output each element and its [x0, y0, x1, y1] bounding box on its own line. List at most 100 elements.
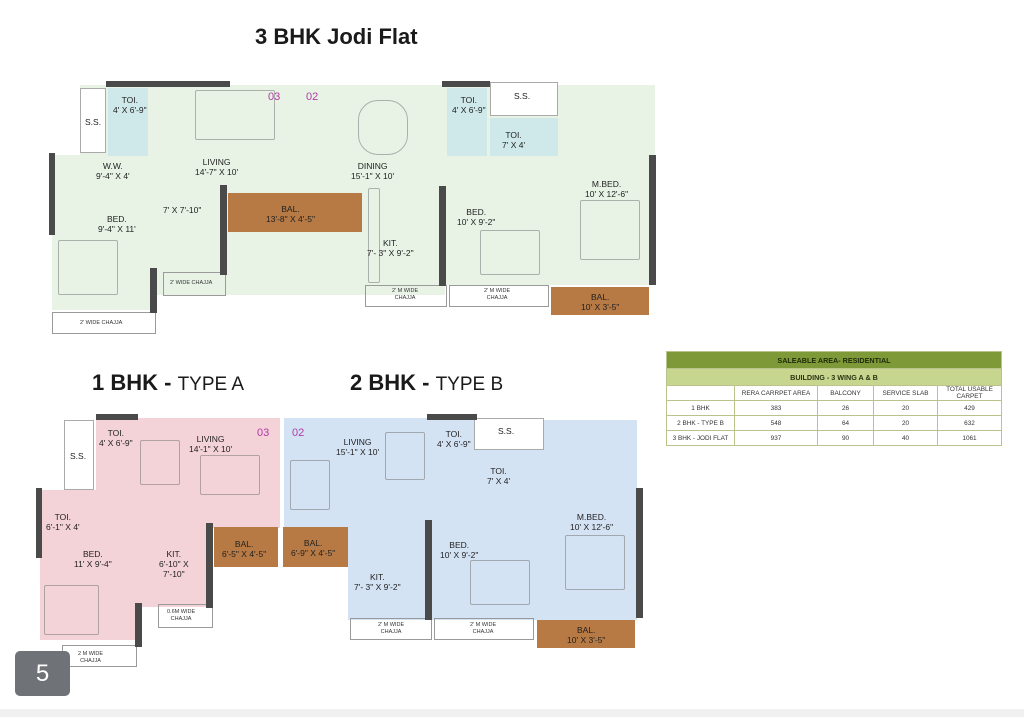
two-bhk-room-toi2: TOI. 7' X 4'	[487, 466, 510, 486]
room-name: KIT.	[369, 572, 385, 582]
jodi-wall	[439, 186, 446, 286]
two-bhk-fill-kit	[348, 525, 430, 620]
jodi-wall	[106, 81, 230, 87]
two-bhk-room-bed: BED. 10' X 9'-2"	[440, 540, 478, 560]
one-bhk-room-ss: S.S.	[70, 451, 86, 461]
room-name: BED.	[449, 540, 470, 550]
room-name: TOI.	[460, 95, 478, 105]
table-cell: 1 BHK	[666, 400, 735, 416]
room-name: TOI.	[107, 428, 125, 438]
two-bhk-chajja-label-2: 2' M WIDE CHAJJA	[470, 622, 497, 635]
room-name: S.S.	[70, 451, 87, 461]
jodi-fill-ss1	[80, 88, 106, 153]
two-bhk-dining	[385, 432, 425, 480]
one-bhk-wall	[36, 488, 42, 558]
jodi-toi3-fill	[490, 118, 558, 156]
room-name: LIVING	[196, 434, 225, 444]
two-bhk-chajja-box-2	[434, 618, 534, 640]
jodi-toi1-fill	[108, 88, 148, 156]
table-cell: 20	[873, 400, 938, 416]
one-bhk-fill-bed	[40, 490, 140, 640]
room-dim: 7'-10"	[163, 569, 185, 579]
room-name: W.W.	[102, 161, 123, 171]
table-header: RERA CARRPET AREA	[734, 385, 818, 401]
two-bhk-room-kit: KIT. 7'- 3" X 9'-2"	[354, 572, 401, 592]
one-bhk-wall	[135, 603, 142, 647]
room-dim: 13'-8" X 4'-5"	[266, 214, 315, 224]
room-dim: 15'-1" X 10'	[351, 171, 395, 181]
room-dim: 10' X 12'-6"	[570, 522, 614, 532]
one-bhk-title: 1 BHK - TYPE A	[92, 370, 244, 396]
two-bhk-unit-02: 02	[292, 427, 305, 439]
room-dim: 10' X 3'-5"	[581, 302, 620, 312]
table-cell: 3 BHK - JODI FLAT	[666, 430, 735, 446]
jodi-room-bal2: BAL. 10' X 3'-5"	[581, 292, 619, 312]
room-dim: 6'-10" X	[159, 559, 189, 569]
page-number-badge[interactable]: 5	[15, 651, 70, 696]
jodi-wall	[220, 185, 227, 275]
table-cell: 40	[873, 430, 938, 446]
room-name: S.S.	[514, 91, 531, 101]
table-header: TOTAL USABLE CARPET	[937, 385, 1002, 401]
two-bhk-chajja-label-1: 2' M WIDE CHAJJA	[378, 622, 405, 635]
room-name: S.S.	[498, 426, 515, 436]
jodi-chajja-label-2: 2' WIDE CHAJJA	[80, 320, 123, 326]
one-bhk-room-living: LIVING 14'-1" X 10'	[189, 434, 232, 454]
room-name: TOI.	[490, 466, 507, 476]
jodi-wall	[649, 155, 656, 285]
room-dim: 7' X 4'	[487, 476, 511, 486]
two-bhk-room-mbed: M.BED. 10' X 12'-6"	[570, 512, 613, 532]
two-bhk-chajja-box-1	[350, 618, 432, 640]
table-cell: 90	[817, 430, 874, 446]
two-bhk-title: 2 BHK - TYPE B	[350, 370, 503, 396]
jodi-toi2-fill	[447, 88, 487, 156]
jodi-unit-02: 02	[306, 91, 319, 103]
room-dim: 4' X 6'-9"	[452, 105, 486, 115]
two-bhk-sofa	[290, 460, 330, 510]
two-bhk-balcony-2	[537, 620, 635, 648]
two-bhk-wall	[427, 414, 477, 420]
jodi-room-passage: 7' X 7'-10"	[163, 205, 201, 215]
table-header: BALCONY	[817, 385, 874, 401]
one-bhk-floor-plan: 03 TOI. 4' X 6'-9" S.S. LIVING 14'-1" X …	[0, 0, 290, 700]
jodi-chajja-box-1	[163, 272, 226, 296]
two-bhk-room-bal: BAL. 6'-9" X 4'-5"	[291, 538, 335, 558]
jodi-kitchen-counter	[368, 188, 380, 283]
jodi-room-ss2: S.S.	[514, 91, 530, 101]
one-bhk-chajja-label-1: 0.6M WIDE CHAJJA	[167, 609, 196, 622]
one-bhk-title-sub: TYPE A	[177, 374, 245, 395]
one-bhk-chajja-label-2: 2 M WIDE CHAJJA	[78, 651, 104, 664]
room-name: M.BED.	[591, 179, 622, 189]
table-cell: 26	[817, 400, 874, 416]
room-name: BAL.	[576, 625, 596, 635]
jodi-room-kit: KIT. 7'- 3" X 9'-2"	[367, 238, 414, 258]
room-name: BED.	[82, 549, 103, 559]
jodi-room-ww: W.W. 9'-4" X 4'	[96, 161, 130, 181]
jodi-chajja-box-4	[449, 285, 549, 307]
jodi-balcony-2	[551, 287, 649, 315]
jodi-room-living: LIVING 14'-7" X 10'	[195, 157, 238, 177]
jodi-wall	[49, 153, 55, 235]
one-bhk-fill-kit	[138, 525, 210, 607]
table-cell: 937	[734, 430, 818, 446]
table-cell: 1061	[937, 430, 1002, 446]
one-bhk-fill-ss	[64, 420, 94, 490]
jodi-room-bed1: BED. 9'-4" X 11'	[98, 214, 136, 234]
two-bhk-fill-ss	[474, 418, 544, 450]
table-row: 2 BHK - TYPE B 548 64 20 632	[666, 415, 1002, 431]
two-bhk-room-living: LIVING 15'-1" X 10'	[336, 437, 379, 457]
one-bhk-room-kit: KIT. 6'-10" X 7'-10"	[159, 549, 189, 579]
room-name: TOI.	[445, 429, 463, 439]
one-bhk-room-bal: BAL. 6'-5" X 4'-5"	[222, 539, 266, 559]
jodi-room-ss1: S.S.	[85, 117, 101, 127]
room-dim: 10' X 3'-5"	[567, 635, 606, 645]
room-dim: 4' X 6'-9"	[437, 439, 471, 449]
two-bhk-room-bal2: BAL. 10' X 3'-5"	[567, 625, 605, 645]
room-dim: 7'- 3" X 9'-2"	[367, 248, 414, 258]
room-name: M.BED.	[576, 512, 607, 522]
jodi-bed2-bed	[480, 230, 540, 275]
table-header	[666, 385, 735, 401]
table-cell: 64	[817, 415, 874, 431]
room-dim: 14'-1" X 10'	[189, 444, 233, 454]
room-dim: 7'- 3" X 9'-2"	[354, 582, 401, 592]
